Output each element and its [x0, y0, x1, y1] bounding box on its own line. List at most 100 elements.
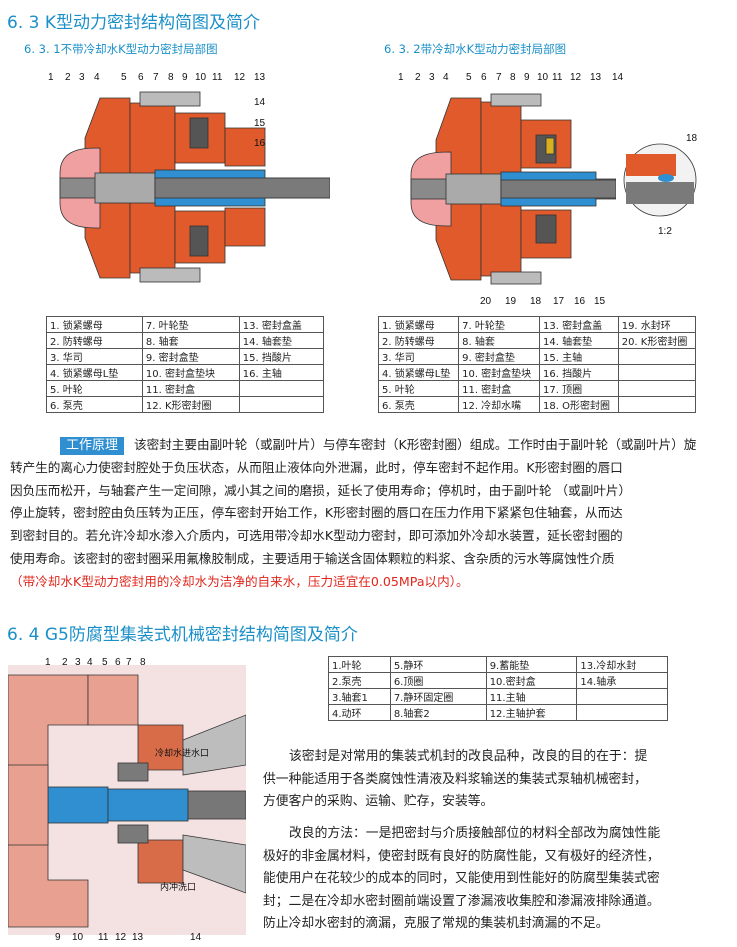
- right-callout-top: 10: [537, 72, 549, 83]
- table-cell: 12. K形密封圈: [141, 396, 240, 413]
- table-cell: 4.动环: [328, 704, 391, 721]
- table-cell: 7. 叶轮垫: [458, 316, 541, 333]
- right-callout-top: 9: [524, 72, 530, 83]
- left-callout-top: 5: [121, 72, 127, 83]
- g5-intro-line: 该密封是对常用的集装式机封的改良品种，改良的目的在于：提: [289, 749, 648, 764]
- principle-line: 使用寿命。该密封的密封圈采用氟橡胶制成，主要适用于输送含固体颗粒的料浆、含杂质的…: [10, 550, 615, 566]
- principle-line: 因负压而松开，与轴套产生一定间隙，减小其之间的磨损，延长了使用寿命；停机时，由于…: [10, 482, 632, 498]
- table-cell: 3. 华司: [46, 348, 143, 365]
- left-callout-top: 6: [138, 72, 144, 83]
- table-cell: 8.轴套2: [389, 704, 487, 721]
- table-cell: [617, 396, 697, 413]
- cooling-water-inlet-label: 冷却水进水口: [155, 748, 210, 758]
- table-cell: 10.密封盒: [485, 672, 578, 689]
- right-diagram-caption: 6. 3. 2带冷却水K型动力密封局部图: [384, 42, 567, 56]
- right-callout-bottom: 20: [480, 296, 492, 307]
- right-callout-top: 2: [415, 72, 421, 83]
- table-cell: 2. 防转螺母: [377, 332, 460, 349]
- table-cell: 11.主轴: [485, 688, 578, 705]
- right-callout-bottom: 15: [594, 296, 606, 307]
- left-callout-top: 4: [94, 72, 100, 83]
- table-cell: [576, 688, 668, 705]
- table-cell: 4. 锁紧螺母L垫: [377, 364, 460, 381]
- flush-port-label: 内冲洗口: [160, 882, 197, 892]
- table-cell: 17. 顶圈: [539, 380, 619, 397]
- table-cell: [238, 396, 325, 413]
- g5-intro-line: 方便客户的采购、运输、贮存，安装等。: [263, 794, 494, 810]
- table-cell: 9. 密封盒垫: [141, 348, 240, 365]
- detail-scale: 1:2: [658, 226, 672, 237]
- g5-callout-bottom: 10: [72, 932, 84, 943]
- right-callout-top: 8: [510, 72, 516, 83]
- g5-callout-top: 5: [102, 657, 108, 668]
- k-seal-diagram-right: [410, 93, 616, 285]
- table-cell: 2.泵壳: [328, 672, 391, 689]
- table-cell: 13.冷却水封: [576, 656, 668, 673]
- table-cell: 10. 密封盒垫块: [458, 364, 541, 381]
- table-cell: 10. 密封盒垫块: [141, 364, 240, 381]
- principle-line: 转产生的离心力使密封腔处于负压状态，从而阻止液体向外泄漏，此时，停车密封不起作用…: [10, 459, 623, 475]
- table-cell: 20. K形密封圈: [617, 332, 697, 349]
- right-callout-top: 12: [570, 72, 582, 83]
- table-cell: [617, 348, 697, 365]
- principle-note: （带冷却水K型动力密封用的冷却水为洁净的自来水，压力适宜在0.05MPa以内）。: [10, 573, 469, 589]
- k-seal-diagram-left: [59, 91, 330, 283]
- g5-method-line: 能使用户在花较少的成本的同时，又能使用到性能好的防腐型集装式密: [263, 871, 660, 887]
- right-callout-bottom: 19: [505, 296, 517, 307]
- g5-callout-top: 8: [140, 657, 146, 668]
- table-cell: 12. 冷却水嘴: [458, 396, 541, 413]
- left-callout-top: 2: [65, 72, 71, 83]
- right-callout-top: 4: [443, 72, 449, 83]
- left-diagram-caption: 6. 3. 1不带冷却水K型动力密封局部图: [24, 42, 218, 56]
- left-callout-side: 14: [254, 97, 266, 108]
- table-cell: 15. 主轴: [539, 348, 619, 365]
- g5-callout-top: 7: [126, 657, 132, 668]
- left-callout-top: 3: [79, 72, 85, 83]
- table-cell: 14. 轴套垫: [539, 332, 619, 349]
- table-cell: 15. 挡酸片: [238, 348, 325, 365]
- table-cell: 3. 华司: [377, 348, 460, 365]
- g5-callout-top: 4: [87, 657, 93, 668]
- left-callout-top: 12: [234, 72, 246, 83]
- table-cell: 6. 泵壳: [377, 396, 460, 413]
- table-cell: [576, 704, 668, 721]
- table-cell: [617, 364, 697, 381]
- table-cell: 7. 叶轮垫: [141, 316, 240, 333]
- g5-method-line: 极好的非金属材料，使密封既有良好的防腐性能，又有极好的经济性，: [263, 848, 660, 864]
- table-cell: 14. 轴套垫: [238, 332, 325, 349]
- table-cell: 18. O形密封圈: [539, 396, 619, 413]
- g5-callout-bottom: 13: [132, 932, 144, 943]
- section-64-title: 6. 4 G5防腐型集装式机械密封结构简图及简介: [7, 625, 358, 645]
- table-cell: 8. 轴套: [458, 332, 541, 349]
- right-callout-top: 7: [496, 72, 502, 83]
- left-callout-top: 8: [168, 72, 174, 83]
- g5-callout-top: 6: [115, 657, 121, 668]
- right-callout-top: 6: [481, 72, 487, 83]
- table-cell: 1.叶轮: [328, 656, 391, 673]
- table-cell: 1. 锁紧螺母: [46, 316, 143, 333]
- g5-intro-paragraph: 该密封是对常用的集装式机封的改良品种，改良的目的在于：提 供一种能适用于各类腐蚀…: [263, 746, 731, 814]
- g5-callout-bottom: 12: [115, 932, 127, 943]
- g5-callout-top: 1: [45, 657, 51, 668]
- g5-callout-bottom: 9: [55, 932, 61, 943]
- table-cell: 11. 密封盒: [141, 380, 240, 397]
- table-cell: 9.蓄能垫: [485, 656, 578, 673]
- left-callout-side: 15: [254, 118, 266, 129]
- table-cell: 3.轴套1: [328, 688, 391, 705]
- table-cell: 2. 防转螺母: [46, 332, 143, 349]
- table-cell: 7.静环固定圈: [389, 688, 487, 705]
